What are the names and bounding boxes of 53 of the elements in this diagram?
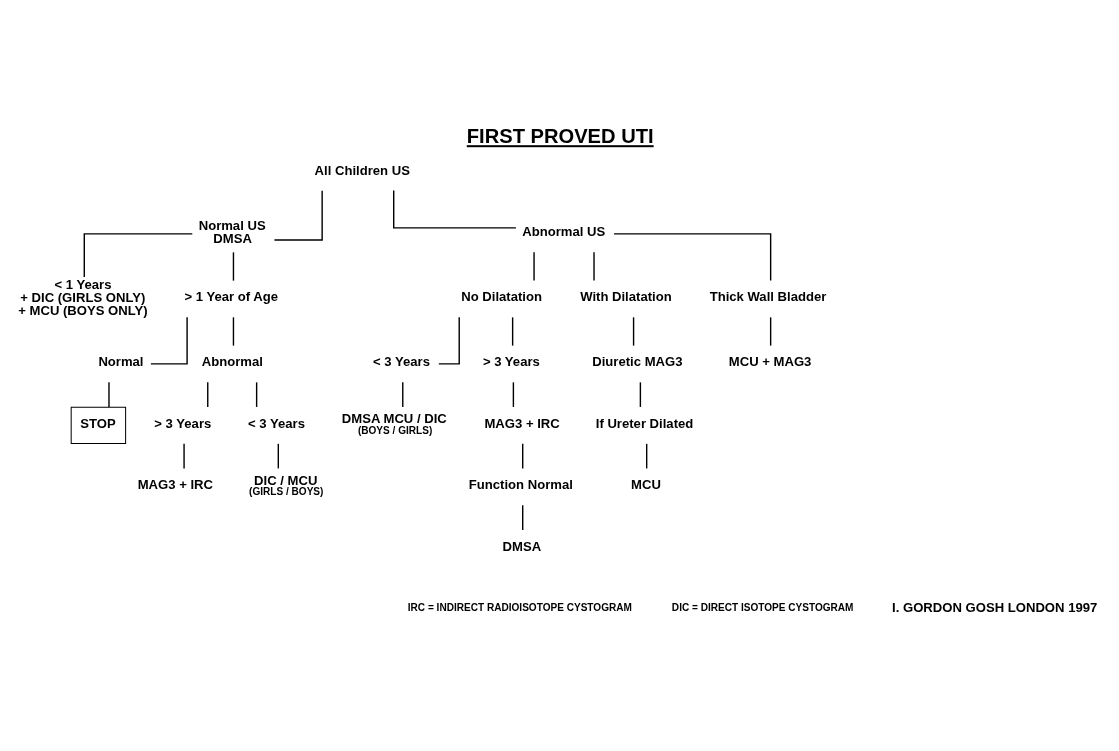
connector [232, 316, 235, 346]
node-text: MAG3 + IRC [484, 415, 560, 431]
connector [150, 316, 188, 365]
node-text: DIC / MCU (GIRLS / BOYS) [249, 472, 324, 497]
connector [273, 189, 323, 241]
connector [207, 381, 209, 408]
node-text: DMSA [502, 538, 542, 554]
node-text: Normal [98, 353, 144, 369]
connector [613, 232, 772, 281]
diagram-title: FIRST PROVED UTI [466, 124, 654, 147]
node-text: DMSA MCU / DIC (BOYS / GIRLS) [341, 410, 447, 436]
node-box: STOP [70, 406, 127, 444]
node-text: MCU [631, 476, 661, 492]
node-text: Thick Wall Bladder [709, 288, 827, 304]
connector [522, 504, 524, 531]
node-text: No Dilatation [461, 288, 542, 304]
node-text: Diuretic MAG3 [592, 353, 683, 369]
node-text: MAG3 + IRC [137, 476, 214, 492]
label: IRC = INDIRECT RADIOISOTOPE CYSTOGRAM [407, 601, 632, 613]
connector [393, 189, 517, 229]
connector [277, 442, 279, 469]
connector [512, 381, 515, 408]
connector [769, 316, 772, 346]
node-text: With Dilatation [580, 288, 672, 304]
connector [533, 251, 535, 281]
node-text: > 1 Year of Age [184, 288, 279, 304]
node-text: Function Normal [468, 476, 573, 492]
label: I. GORDON GOSH LONDON 1997 [892, 599, 1098, 615]
node-text: > 3 Years [482, 353, 540, 369]
node-text: < 3 Years [248, 415, 305, 431]
connector [593, 251, 595, 281]
connector [108, 381, 110, 408]
node-text: All Children US [314, 162, 410, 178]
connector [83, 232, 193, 278]
node-text: < 1 Years + DIC (GIRLS ONLY) + MCU (BOYS ONLY) [18, 276, 148, 318]
connector [183, 442, 185, 469]
connector [632, 316, 635, 346]
node-text: Normal US DMSA [198, 217, 266, 246]
node-text: MCU + MAG3 [728, 353, 812, 369]
connector [232, 251, 235, 281]
node-text: If Ureter Dilated [595, 415, 694, 431]
node-text: Abnormal US [522, 223, 606, 239]
connector [438, 316, 460, 365]
connector [645, 442, 648, 469]
node-text: < 3 Years [373, 353, 430, 369]
connector [255, 381, 258, 408]
label: DIC = DIRECT ISOTOPE CYSTOGRAM [671, 601, 854, 613]
connector [402, 381, 404, 408]
connector [511, 316, 514, 346]
connector [639, 381, 642, 408]
connector [522, 442, 524, 469]
node-text: > 3 Years [154, 415, 212, 431]
node-text: Abnormal [201, 353, 263, 369]
